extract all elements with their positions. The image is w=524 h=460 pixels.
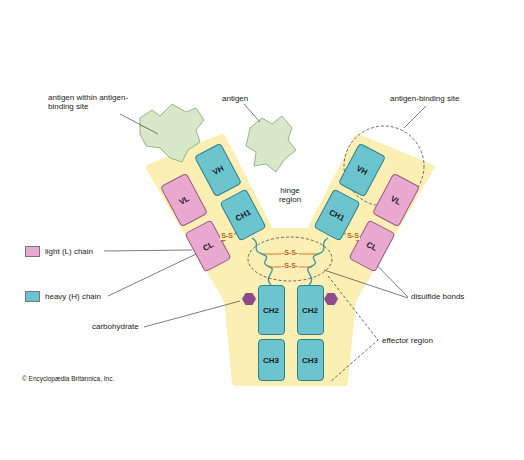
antibody-domain: CH2 bbox=[297, 285, 324, 335]
leader-line bbox=[324, 270, 408, 298]
leader-line bbox=[120, 114, 158, 134]
antibody-domain: CH3 bbox=[258, 339, 285, 381]
antibody-domain: CL bbox=[184, 220, 231, 273]
domain-label: VH bbox=[355, 163, 369, 176]
legend-swatch bbox=[25, 246, 40, 257]
domain-label: VH bbox=[211, 163, 225, 176]
effector-bracket bbox=[328, 276, 378, 382]
antibody-domain: VH bbox=[338, 143, 386, 198]
antibody-domain: VL bbox=[372, 173, 420, 228]
hinge-outline bbox=[248, 237, 332, 281]
bond-label: S-S bbox=[220, 232, 234, 240]
domain-label: CL bbox=[201, 240, 215, 253]
leader-line bbox=[104, 250, 192, 251]
leader-line bbox=[144, 301, 240, 327]
domain-label: VL bbox=[177, 194, 190, 207]
carbohydrate-hexagon bbox=[324, 293, 338, 305]
callout-label: antigen bbox=[222, 94, 282, 103]
callout-label: antigen-binding site bbox=[390, 94, 500, 103]
legend-entry: heavy (H) chain bbox=[25, 291, 101, 302]
legend-text: light (L) chain bbox=[45, 247, 93, 256]
domain-label: CH3 bbox=[263, 356, 279, 365]
antibody-domain: VL bbox=[160, 173, 208, 228]
legend-swatch bbox=[25, 291, 40, 302]
leader-line bbox=[404, 106, 426, 128]
free-antigen bbox=[246, 116, 296, 172]
bond-label: S-S bbox=[346, 232, 360, 240]
domain-label: CH2 bbox=[263, 306, 279, 315]
domain-label: CH1 bbox=[328, 207, 346, 222]
antibody-domain: VH bbox=[194, 143, 242, 198]
antibody-domain: CH2 bbox=[258, 285, 285, 335]
domain-label: VL bbox=[389, 194, 402, 207]
callout-label: antigen within antigen-binding site bbox=[48, 93, 136, 111]
bond-label: -S-S- bbox=[281, 262, 299, 270]
legend-entry: light (L) chain bbox=[25, 246, 93, 257]
legend-text: heavy (H) chain bbox=[45, 292, 101, 301]
callout-label: disulfide bonds bbox=[411, 292, 491, 301]
bond-label: -S-S- bbox=[281, 249, 299, 257]
leader-line bbox=[244, 104, 260, 122]
antibody-outline bbox=[150, 138, 430, 382]
carbohydrate-hexagon bbox=[242, 293, 256, 305]
callout-label: carbohydrate bbox=[92, 322, 152, 331]
callout-label: effector region bbox=[382, 336, 462, 345]
copyright-note: © Encyclopædia Britannica, Inc. bbox=[22, 375, 172, 382]
antibody-domain: CL bbox=[348, 220, 395, 273]
callout-label: hinge region bbox=[268, 186, 312, 204]
domain-label: CL bbox=[365, 240, 379, 253]
antibody-domain: CH3 bbox=[297, 339, 324, 381]
domain-label: CH2 bbox=[302, 306, 318, 315]
domain-label: CH3 bbox=[302, 356, 318, 365]
bound-antigen bbox=[140, 104, 204, 162]
domain-label: CH1 bbox=[234, 207, 252, 222]
